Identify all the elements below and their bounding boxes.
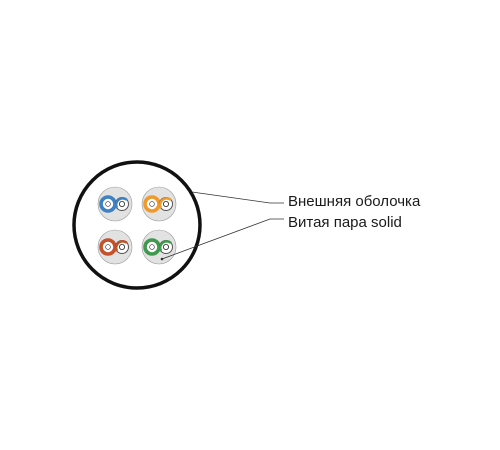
outer-jacket <box>72 160 202 290</box>
leader-dot <box>160 257 164 261</box>
conductor-core <box>149 201 155 207</box>
twisted-pair-green <box>141 229 177 265</box>
conductor-core <box>119 200 126 207</box>
twisted-pair-brown <box>97 229 133 265</box>
twisted-pair-blue <box>97 186 133 222</box>
twisted-pairs-group <box>97 186 177 265</box>
white-conductor-stripe <box>115 240 128 252</box>
white-conductor-stripe <box>115 197 128 209</box>
conductor-core <box>162 243 169 250</box>
conductor-core <box>162 200 169 207</box>
leader-line-twisted-pair <box>161 218 284 260</box>
conductor-core <box>105 201 111 207</box>
leader-line-outer-jacket <box>191 191 284 204</box>
label-outer-jacket: Внешняя оболочка <box>288 193 421 210</box>
conductor-core <box>149 244 155 250</box>
white-conductor-stripe <box>159 197 172 209</box>
white-conductor-stripe <box>159 240 172 252</box>
label-twisted-pair-solid: Витая пара solid <box>288 214 402 231</box>
conductor-core <box>119 243 126 250</box>
conductor-core <box>105 244 111 250</box>
twisted-pair-orange <box>141 186 177 222</box>
